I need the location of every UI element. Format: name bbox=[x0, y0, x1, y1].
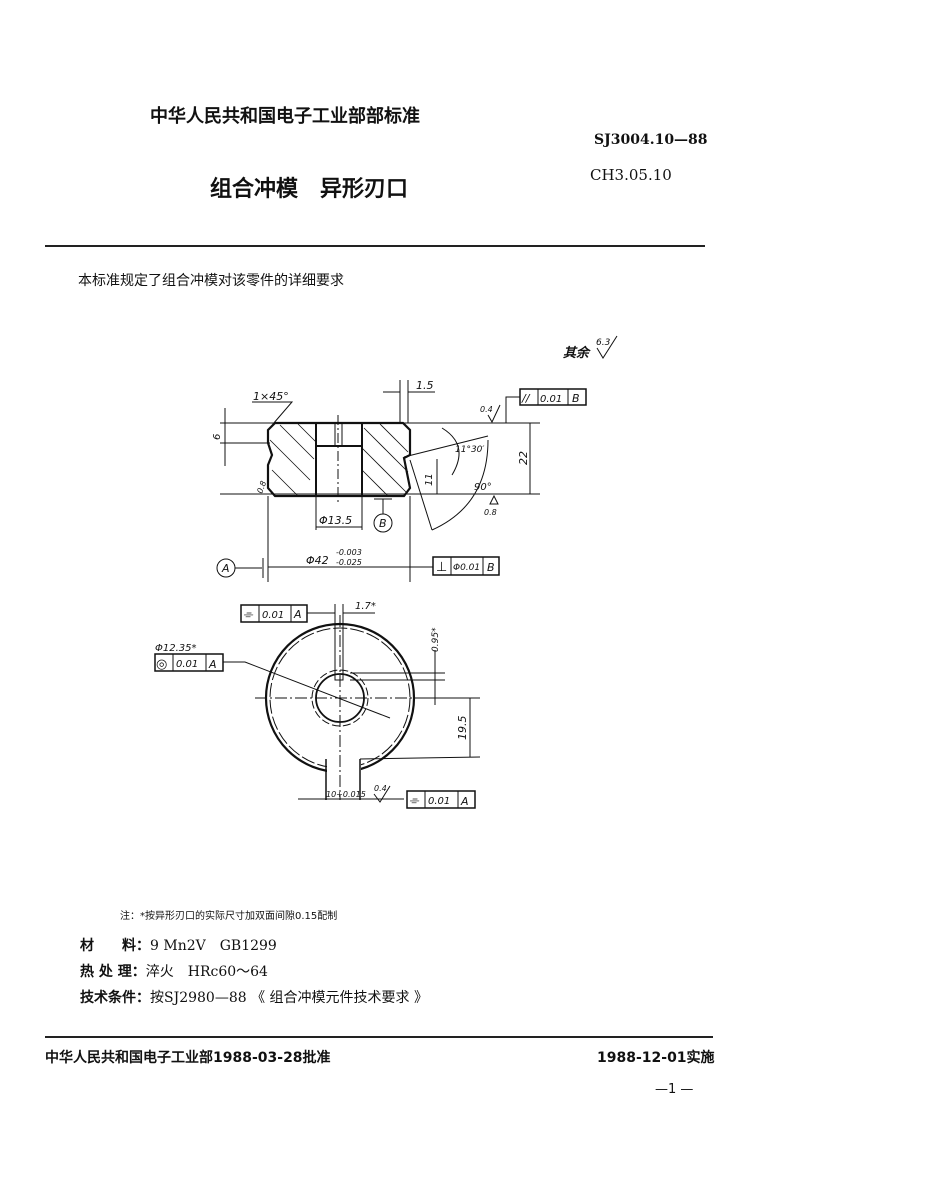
effective-date: 1988-12-01实施 bbox=[597, 1050, 715, 1066]
outer-tol-lower: -0.025 bbox=[336, 558, 362, 567]
slot-bottom-dim: 10+0.015 bbox=[326, 790, 366, 799]
roughness-left: 0.8 bbox=[255, 480, 268, 495]
chamfer-label: 1×45° bbox=[253, 390, 289, 403]
outer-tol-upper: -0.003 bbox=[336, 548, 362, 557]
standard-number: SJ3004.10—88 bbox=[594, 132, 708, 148]
perpendicularity-symbol: ⊥ bbox=[436, 560, 447, 575]
page-title: 组合冲模 异形刃口 bbox=[210, 177, 409, 202]
dim-22: 22 bbox=[517, 451, 530, 465]
dim-0-95: 0.95* bbox=[431, 627, 441, 652]
conc-value: 0.01 bbox=[176, 659, 198, 670]
dim-6: 6 bbox=[212, 434, 223, 440]
section-view: 1×45° 1.5 6 11°30′ 90° 11 22 0.4 // 0.01… bbox=[212, 379, 587, 582]
bore-dia: Φ13.5 bbox=[319, 514, 352, 527]
roughness-top: 0.4 bbox=[480, 405, 493, 414]
page-number: —1 — bbox=[655, 1082, 694, 1097]
tech-conditions-label: 技术条件： bbox=[80, 990, 150, 1006]
approval-text: 中华人民共和国电子工业部1988-03-28批准 bbox=[45, 1050, 331, 1066]
dim-11: 11 bbox=[424, 473, 435, 486]
parallelism-value: 0.01 bbox=[540, 394, 562, 405]
conc-dia: Φ12.35* bbox=[155, 643, 197, 654]
material-value: 9 Mn2V GB1299 bbox=[150, 938, 277, 954]
conc-datum: A bbox=[208, 658, 217, 671]
sym-bottom-symbol: ⌯ bbox=[409, 793, 420, 807]
class-number: CH3.05.10 bbox=[590, 166, 672, 184]
dim-19-5: 19.5 bbox=[456, 716, 469, 741]
drawing-note: 注：*按异形刃口的实际尺寸加双面间隙0.15配制 bbox=[120, 911, 338, 922]
sym-top-datum: A bbox=[293, 608, 302, 621]
angle-90: 90° bbox=[474, 482, 492, 493]
roughness-rest-value: 6.3 bbox=[596, 338, 611, 348]
sym-bottom-datum: A bbox=[460, 795, 469, 808]
footer-divider bbox=[45, 1036, 713, 1038]
perpendicularity-value: Φ0.01 bbox=[453, 563, 480, 573]
tech-conditions-value: 按SJ2980—88 《 组合冲模元件技术要求 》 bbox=[150, 990, 428, 1006]
parallelism-datum: B bbox=[572, 392, 580, 405]
datum-b: B bbox=[379, 517, 387, 530]
header-divider bbox=[45, 245, 705, 247]
sym-bottom-value: 0.01 bbox=[428, 796, 450, 807]
dim-1-5: 1.5 bbox=[416, 379, 434, 392]
sym-top-symbol: ⌯ bbox=[243, 607, 254, 621]
org-standard-heading: 中华人民共和国电子工业部部标准 bbox=[150, 106, 420, 127]
slot-width: 1.7* bbox=[355, 601, 376, 612]
roughness-bottom: 0.8 bbox=[484, 508, 497, 517]
heat-treatment-label: 热 处 理： bbox=[80, 964, 146, 980]
roughness-symbol-icon bbox=[596, 335, 618, 359]
datum-a: A bbox=[221, 562, 230, 575]
material-label: 材 料： bbox=[80, 938, 150, 954]
roughness-slot: 0.4 bbox=[374, 784, 387, 793]
heat-treatment-value: 淬火 HRc60～64 bbox=[145, 964, 268, 980]
roughness-rest-label: 其余 bbox=[563, 345, 591, 361]
sym-top-value: 0.01 bbox=[262, 610, 284, 621]
concentricity-symbol: ◎ bbox=[156, 657, 167, 672]
outer-dia: Φ42 bbox=[306, 554, 329, 567]
angle-11-30: 11°30′ bbox=[455, 445, 484, 455]
perpendicularity-datum: B bbox=[487, 561, 495, 574]
plan-view: ⌯ 0.01 A 1.7* Φ12.35* ◎ 0.01 A 0.95* 19.… bbox=[154, 601, 481, 809]
parallelism-symbol: // bbox=[521, 392, 531, 405]
intro-text: 本标准规定了组合冲模对该零件的详细要求 bbox=[78, 273, 344, 289]
